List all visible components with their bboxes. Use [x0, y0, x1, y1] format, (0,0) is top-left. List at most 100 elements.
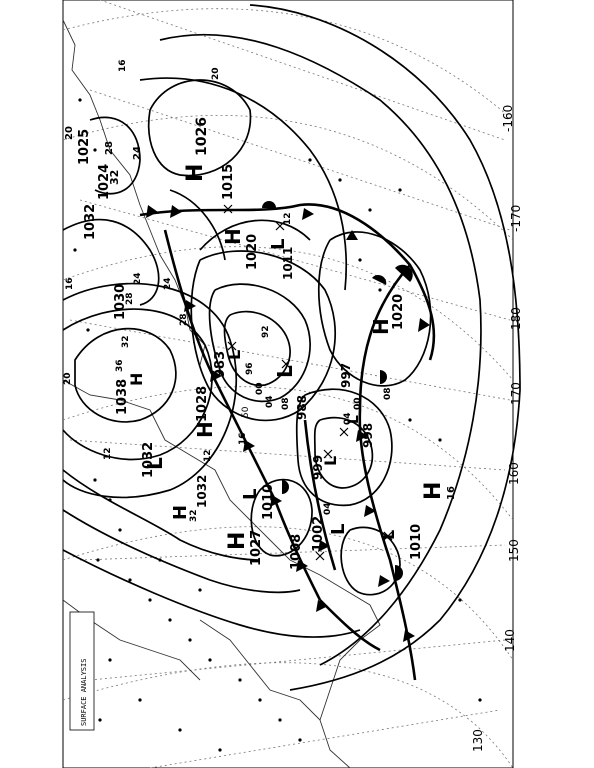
svg-text:1010: 1010 — [261, 484, 276, 520]
pressure-center-h-1028: H 1028 — [193, 386, 217, 438]
pressure-center-l-1011: L 1011 — [268, 239, 295, 280]
pressure-center-l-997: 997 — [339, 363, 353, 388]
pressure-center-h-1015: H 1015 — [221, 164, 245, 245]
svg-text:24: 24 — [163, 277, 173, 290]
pressure-center-l-998: L 998 — [346, 415, 375, 448]
svg-text:16: 16 — [118, 59, 128, 72]
svg-text:H: H — [369, 318, 393, 335]
graticule — [62, 0, 514, 768]
svg-text:1027: 1027 — [249, 530, 264, 566]
svg-text:16: 16 — [65, 277, 75, 290]
svg-text:SURFACE ANALYSIS: SURFACE ANALYSIS — [80, 659, 88, 726]
pressure-center-h-1030: 1030 — [113, 284, 128, 320]
svg-text:L: L — [225, 350, 244, 360]
pressure-center-l-1002: L 1002 — [311, 516, 349, 552]
left-label-stack: 1032 1025 1024 32 28 24 20 — [64, 126, 143, 240]
svg-text:92: 92 — [261, 325, 271, 338]
svg-text:00: 00 — [255, 382, 265, 395]
svg-text:04: 04 — [323, 502, 333, 515]
pressure-center-h-16: H 16 — [421, 482, 457, 500]
svg-text:96: 96 — [245, 362, 255, 375]
svg-text:1010: 1010 — [409, 524, 424, 560]
svg-text:32: 32 — [189, 509, 199, 522]
pressure-center-l-999: L 999 — [311, 455, 340, 480]
svg-text:1020: 1020 — [391, 294, 406, 330]
svg-text:36: 36 — [115, 359, 125, 372]
pressure-center-h-1038: H 1038 — [115, 373, 146, 415]
svg-text:32: 32 — [121, 335, 131, 348]
isobar-labels: 20 16 12 24 28 32 36 20 16 12 92 96 00 0… — [63, 59, 393, 522]
svg-text:999: 999 — [311, 455, 325, 480]
svg-text:H: H — [183, 164, 208, 182]
svg-text:12: 12 — [203, 449, 213, 462]
lon-label-4: 170 — [509, 382, 523, 405]
svg-text:04: 04 — [265, 395, 275, 408]
svg-text:1032: 1032 — [141, 442, 156, 478]
svg-text:998: 998 — [361, 423, 375, 448]
svg-text:L: L — [346, 415, 362, 424]
svg-text:L: L — [268, 239, 289, 250]
pressure-center-h-1032: H 1032 — [170, 475, 209, 520]
svg-text:12: 12 — [103, 447, 113, 460]
svg-text:28: 28 — [125, 292, 135, 305]
coastlines — [62, 19, 381, 768]
pressure-center-l-983: 983 L — [213, 350, 244, 378]
caption-box: SURFACE ANALYSIS — [69, 611, 95, 731]
svg-text:20: 20 — [63, 372, 73, 385]
svg-text:H: H — [193, 421, 217, 438]
lon-label-2: -170 — [509, 205, 523, 232]
pressure-center-l-1010: L 1010 — [379, 524, 424, 560]
pressure-center-l-1008: 1008 — [289, 534, 304, 570]
svg-text:16: 16 — [446, 486, 457, 500]
svg-text:04: 04 — [343, 412, 353, 425]
svg-text:12: 12 — [283, 212, 293, 225]
svg-text:1032: 1032 — [83, 204, 98, 240]
svg-text:L: L — [273, 365, 297, 378]
lon-label-3: 180 — [509, 307, 523, 330]
svg-text:983: 983 — [213, 351, 228, 378]
svg-text:997: 997 — [339, 363, 353, 388]
pressure-center-h-1026: H 1026 — [183, 117, 210, 182]
isobars — [62, 4, 521, 691]
pressure-center-h-1020b: H 1020 — [369, 294, 406, 335]
svg-text:1026: 1026 — [194, 117, 210, 156]
svg-text:H: H — [421, 482, 446, 500]
svg-text:1011: 1011 — [281, 247, 295, 280]
svg-text:16: 16 — [238, 432, 248, 445]
low-center-markers — [223, 204, 393, 561]
svg-text:L: L — [143, 457, 167, 470]
svg-text:1002: 1002 — [311, 516, 326, 552]
svg-text:H: H — [225, 532, 250, 550]
svg-text:00: 00 — [353, 397, 363, 410]
svg-text:H: H — [127, 373, 146, 386]
lat-label: 50 — [241, 406, 251, 418]
map-frame — [62, 0, 514, 768]
svg-text:1015: 1015 — [221, 164, 236, 200]
svg-text:28: 28 — [104, 141, 115, 155]
svg-text:08: 08 — [383, 387, 393, 400]
svg-text:1025: 1025 — [77, 129, 92, 165]
pressure-center-l-988: L 988 — [273, 365, 309, 420]
svg-text:08: 08 — [281, 397, 291, 410]
svg-text:24: 24 — [132, 146, 143, 160]
svg-text:H: H — [221, 228, 245, 245]
svg-text:1030: 1030 — [113, 284, 128, 320]
svg-text:20: 20 — [211, 67, 221, 80]
svg-text:H: H — [170, 505, 191, 520]
fronts — [139, 203, 436, 681]
pressure-center-l-1010b: L 1010 — [240, 484, 276, 520]
pressure-center-l-1032: L 1032 — [141, 442, 167, 478]
lon-label-6: 150 — [507, 539, 521, 562]
svg-text:1028: 1028 — [195, 386, 210, 422]
pressure-centers: H 1026 H 1015 L 1011 1020 H 1020 983 L L… — [113, 117, 457, 570]
svg-text:988: 988 — [295, 395, 309, 420]
lon-label-1: -160 — [501, 105, 515, 132]
svg-text:L: L — [240, 489, 261, 500]
svg-text:20: 20 — [64, 126, 75, 140]
lon-label-8: 130 — [471, 729, 485, 752]
lon-label-7: 140 — [503, 629, 517, 652]
pressure-center-h-1020a: 1020 — [245, 234, 260, 270]
pressure-center-h-1027: H 1027 — [225, 530, 264, 566]
front-symbols — [146, 201, 430, 642]
